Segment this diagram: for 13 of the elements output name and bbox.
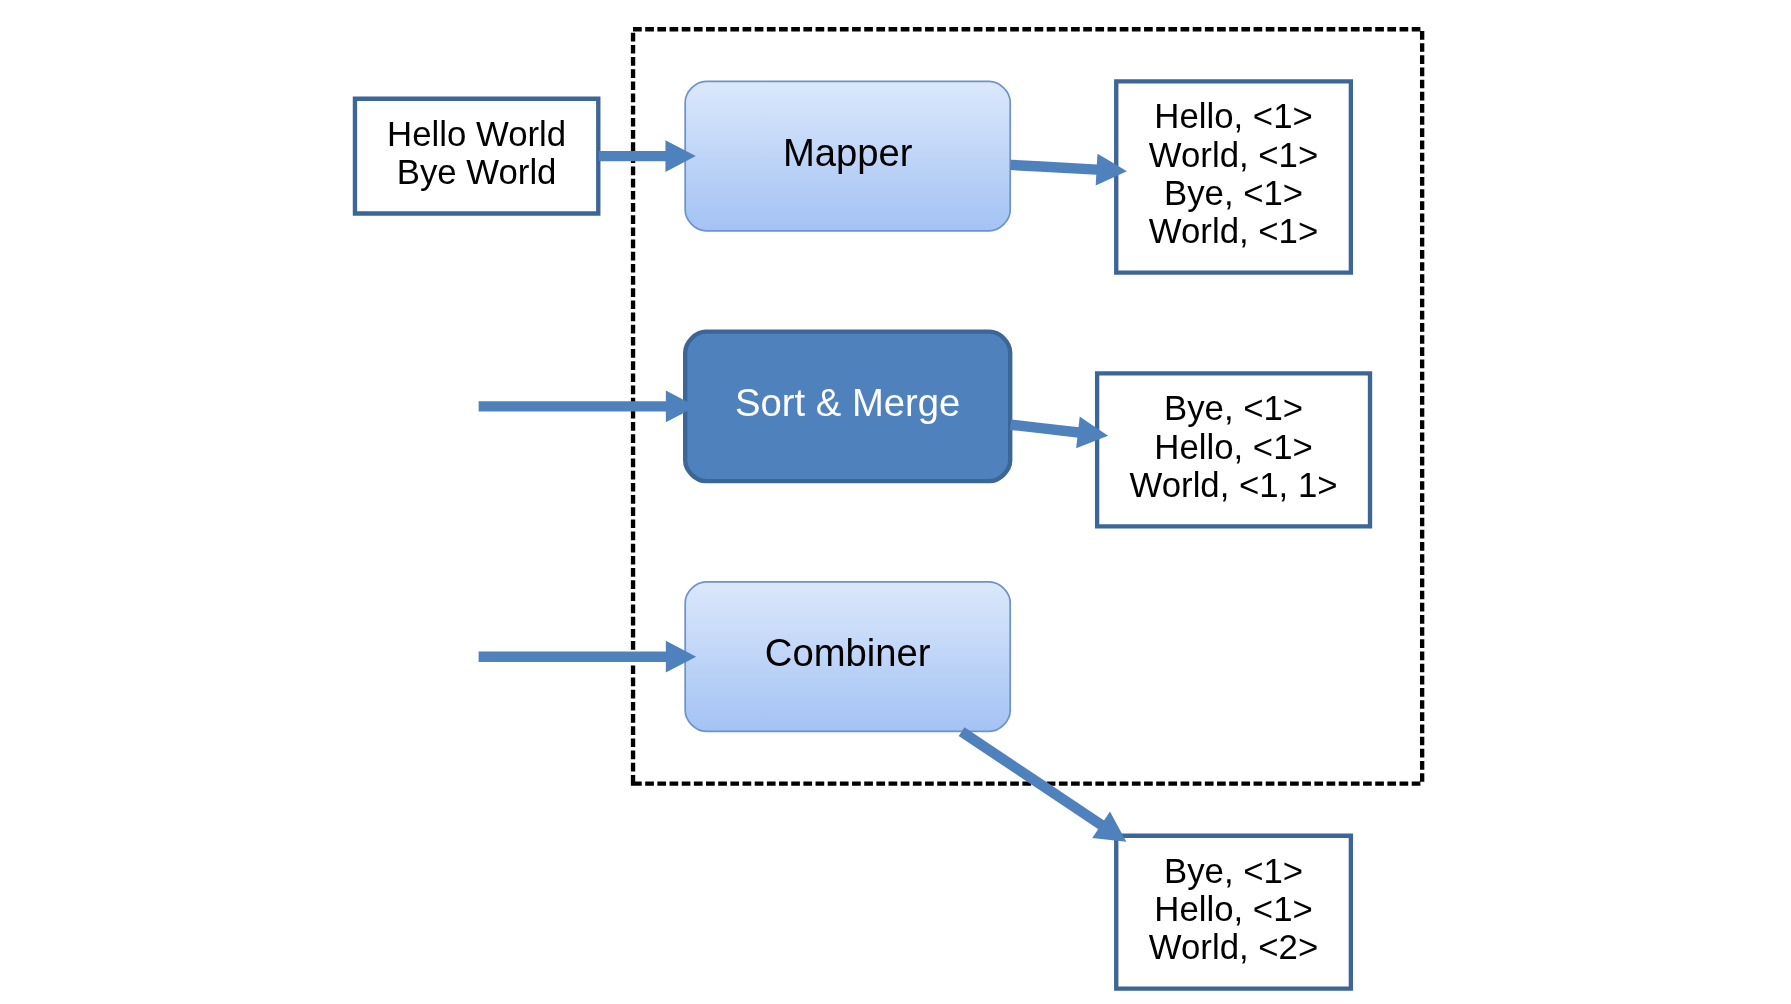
- arrow: [1010, 153, 1127, 186]
- node-box: Hello World Bye World: [352, 96, 601, 216]
- arrow: [1009, 416, 1109, 449]
- arrow: [478, 640, 697, 673]
- cluster: [630, 27, 1425, 786]
- node-box: Combiner: [684, 581, 1012, 733]
- node-box: Sort & Merge: [683, 329, 1013, 484]
- node-box: Hello, <1> World, <1> Bye, <1> World, <1>: [1114, 79, 1354, 275]
- node-box: Mapper: [684, 80, 1012, 232]
- arrow: [958, 727, 1127, 842]
- node-box: Bye, <1> Hello, <1> World, <2>: [1114, 833, 1354, 991]
- arrow: [598, 140, 696, 173]
- node-box: Bye, <1> Hello, <1> World, <1, 1>: [1094, 371, 1373, 529]
